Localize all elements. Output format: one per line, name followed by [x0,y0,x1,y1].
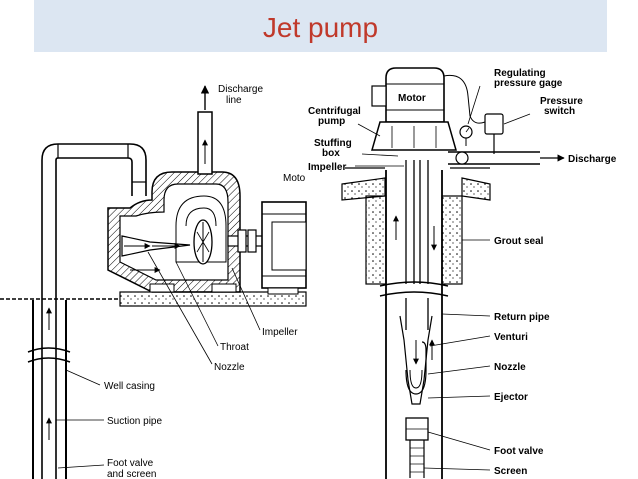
right-jet-pump-diagram: Motor [308,67,617,479]
label-right-foot-valve: Foot valve [494,446,544,457]
grout-seal-right [441,195,463,285]
label-venturi: Venturi [494,332,528,343]
label-left-motor: Moto [283,173,306,184]
impeller [193,219,213,265]
leader-impeller [231,267,261,331]
leader-nozzle [147,251,213,365]
label-right-impeller: Impeller [308,162,346,173]
motor-wire [443,74,486,124]
right-motor: Motor [371,67,445,123]
left-jet-pump-diagram: Discharge line Moto Impeller Throat Nozz… [0,84,307,479]
well-casing [27,300,71,479]
label-discharge-line: line [226,95,242,106]
suction-line-horizontal [41,143,147,196]
drive-and-return-pipes [393,160,437,330]
label-stuffing: Stuffing [314,138,352,149]
label-pressure-gage: pressure gage [494,78,563,89]
grout-seal-left [365,195,387,285]
left-motor [261,201,307,295]
pump-casing [107,171,241,293]
label-left-impeller: Impeller [262,327,298,338]
right-discharge-pipe [448,151,565,165]
label-left-nozzle: Nozzle [214,362,245,373]
leader-well-casing [65,369,101,386]
discharge-pipe [197,85,213,175]
ejector-assembly [399,315,435,405]
label-foot-valve-screen: and screen [107,469,156,479]
right-concrete-slab [341,167,491,201]
label-screen: Screen [494,466,527,477]
label-throat: Throat [220,342,249,353]
label-discharge: Discharge [218,84,263,95]
label-well-casing: Well casing [104,381,155,392]
nozzle-venturi [121,235,191,273]
label-pressure: Pressure [540,96,583,107]
right-foot-valve [405,417,429,478]
label-centrifugal: Centrifugal [308,106,361,117]
label-foot-valve: Foot valve [107,458,154,469]
label-right-motor: Motor [398,93,426,104]
label-grout-seal: Grout seal [494,236,544,247]
pressure-switch [484,113,504,154]
slide-title: Jet pump [262,12,379,43]
label-regulating: Regulating [494,68,546,79]
label-switch: switch [544,106,575,117]
leader-throat [175,261,219,347]
label-return-pipe: Return pipe [494,312,550,323]
pump-foot [149,283,175,293]
pump-foot [211,283,237,293]
title-bar: Jet pump [34,0,607,52]
suction-pipe [41,160,57,479]
label-pump: pump [318,116,345,127]
label-discharge-right: Discharge [568,154,617,165]
pressure-gage [459,125,473,146]
label-suction-pipe: Suction pipe [107,416,162,427]
label-ejector: Ejector [494,392,528,403]
leader-foot-valve [57,464,105,469]
label-right-nozzle: Nozzle [494,362,526,373]
label-box: box [322,148,340,159]
